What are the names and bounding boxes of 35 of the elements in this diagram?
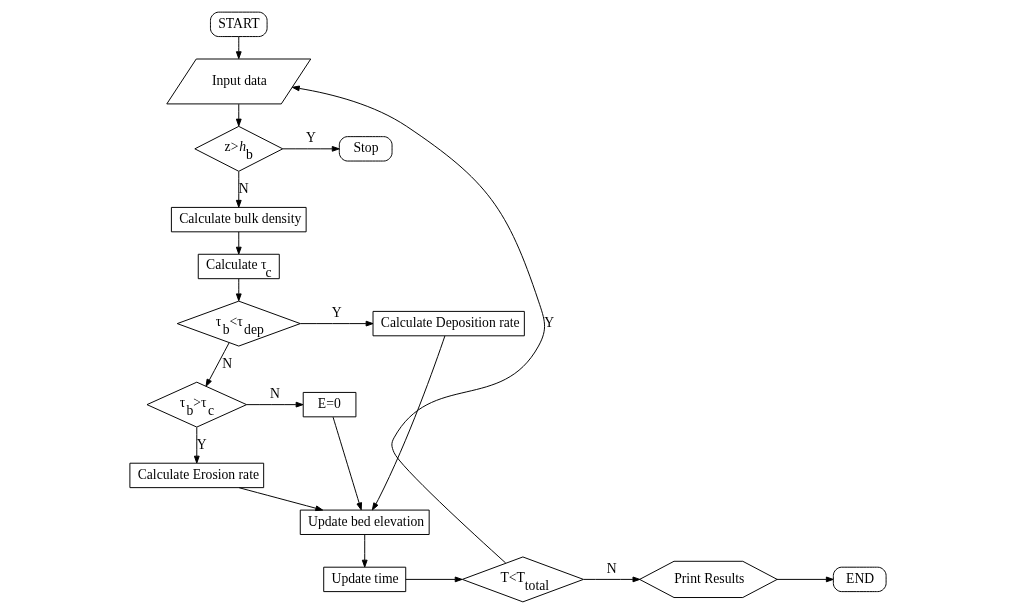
arrow [235,171,242,208]
arrow [282,145,340,152]
edge-label: Y [306,130,317,146]
arrow [361,534,368,568]
arrow [299,320,374,327]
edge-label: N [606,560,617,576]
arrow [332,416,363,511]
node-box: Calculate Erosion rate [129,462,265,489]
node-box: Update time [323,566,407,593]
arrow [776,576,834,583]
edge-label: N [270,386,280,401]
arrow [205,342,230,387]
node-box: Update bed elevation [299,509,430,535]
arrow [583,576,641,583]
edge-label: N [238,180,249,196]
node-box: Stop [338,136,393,162]
arrow [193,426,200,464]
arrow [235,36,242,60]
arrow [371,335,446,511]
arrow [235,103,242,127]
arrow [235,278,242,302]
edge-label: Y [331,304,342,320]
node-box: E=0 [302,391,357,418]
node-box: Calculate bulk density [170,206,307,233]
arrow [291,85,545,564]
node-box: END [832,566,887,593]
node-box: Calculate Deposition rate [372,310,525,337]
edge-label: Y [196,436,207,452]
arrow [238,487,324,512]
edge-label: N [222,355,233,371]
arrow [405,576,463,583]
arrow [235,231,242,255]
node-box: START [209,11,268,38]
edge-label: Y [544,315,555,331]
arrow [246,401,304,408]
